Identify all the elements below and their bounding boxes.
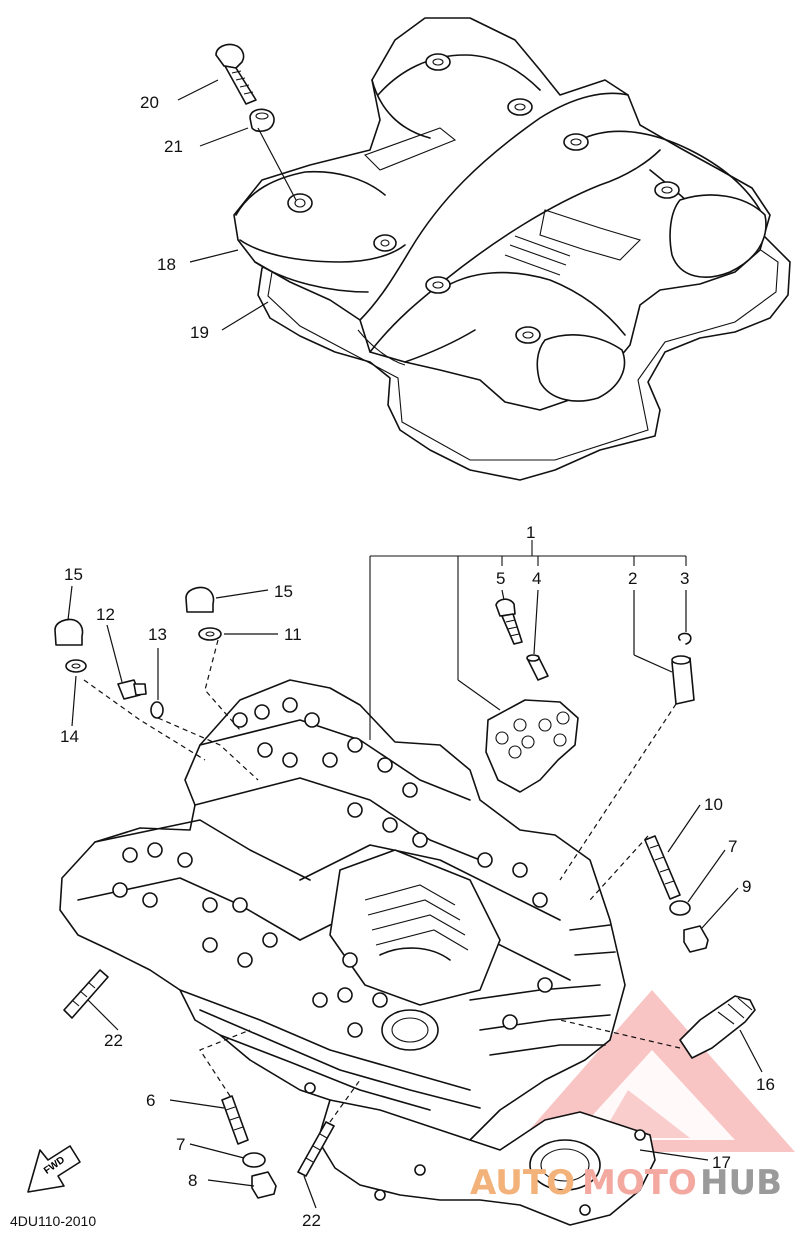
cylinder-head-cover-drawing: [233, 17, 791, 481]
callout-4: 4: [532, 569, 541, 588]
cover-bolt-icon: [215, 43, 257, 105]
oil-delivery-block-icon: [485, 699, 579, 793]
callout-10: 10: [704, 795, 723, 814]
callout-8: 8: [188, 1171, 197, 1190]
callout-6: 6: [146, 1091, 155, 1110]
callout-2: 2: [628, 569, 637, 588]
callout-22-left: 22: [104, 1031, 123, 1050]
callout-labels: 20 21 18 19 1 5 4 2 3 15 15 12 13 11 14 …: [60, 93, 775, 1230]
callout-16: 16: [756, 1075, 775, 1094]
callout-5: 5: [496, 569, 505, 588]
reference-code: 4DU110-2010: [10, 1213, 96, 1229]
hardware-icons: [54, 586, 756, 1199]
group-1-bracket: [369, 540, 687, 740]
callout-15-left: 15: [64, 565, 83, 584]
callout-18: 18: [157, 255, 176, 274]
cylinder-head-drawing: [59, 679, 656, 1226]
callout-9: 9: [742, 877, 751, 896]
callout-15-right: 15: [274, 582, 293, 601]
callout-13: 13: [148, 625, 167, 644]
callout-1: 1: [526, 523, 535, 542]
callout-7-upper: 7: [728, 837, 737, 856]
watermark-auto: AUTO: [470, 1163, 575, 1203]
callout-11: 11: [284, 625, 302, 644]
watermark-hub: HUB: [700, 1163, 782, 1203]
callout-12: 12: [96, 605, 115, 624]
callout-17: 17: [712, 1153, 731, 1172]
cam-caps-detail: [112, 697, 548, 1038]
callout-7-lower: 7: [176, 1135, 185, 1154]
fwd-arrow-icon: FWD: [27, 1145, 81, 1193]
callout-14: 14: [60, 727, 79, 746]
cover-washer-icon: [249, 108, 275, 132]
upper-leader-lines: [177, 79, 297, 331]
lower-leader-lines: [67, 585, 763, 1209]
watermark-moto: MOTO: [582, 1163, 697, 1203]
head-gasket-shape: [317, 1099, 656, 1226]
callout-3: 3: [680, 569, 689, 588]
callout-21: 21: [164, 137, 183, 156]
watermark-text: AUTO MOTO HUB: [470, 1163, 782, 1203]
callout-22-lower: 22: [302, 1211, 321, 1230]
callout-19: 19: [190, 323, 209, 342]
callout-20: 20: [140, 93, 159, 112]
watermark-logo-icon: [510, 990, 795, 1152]
